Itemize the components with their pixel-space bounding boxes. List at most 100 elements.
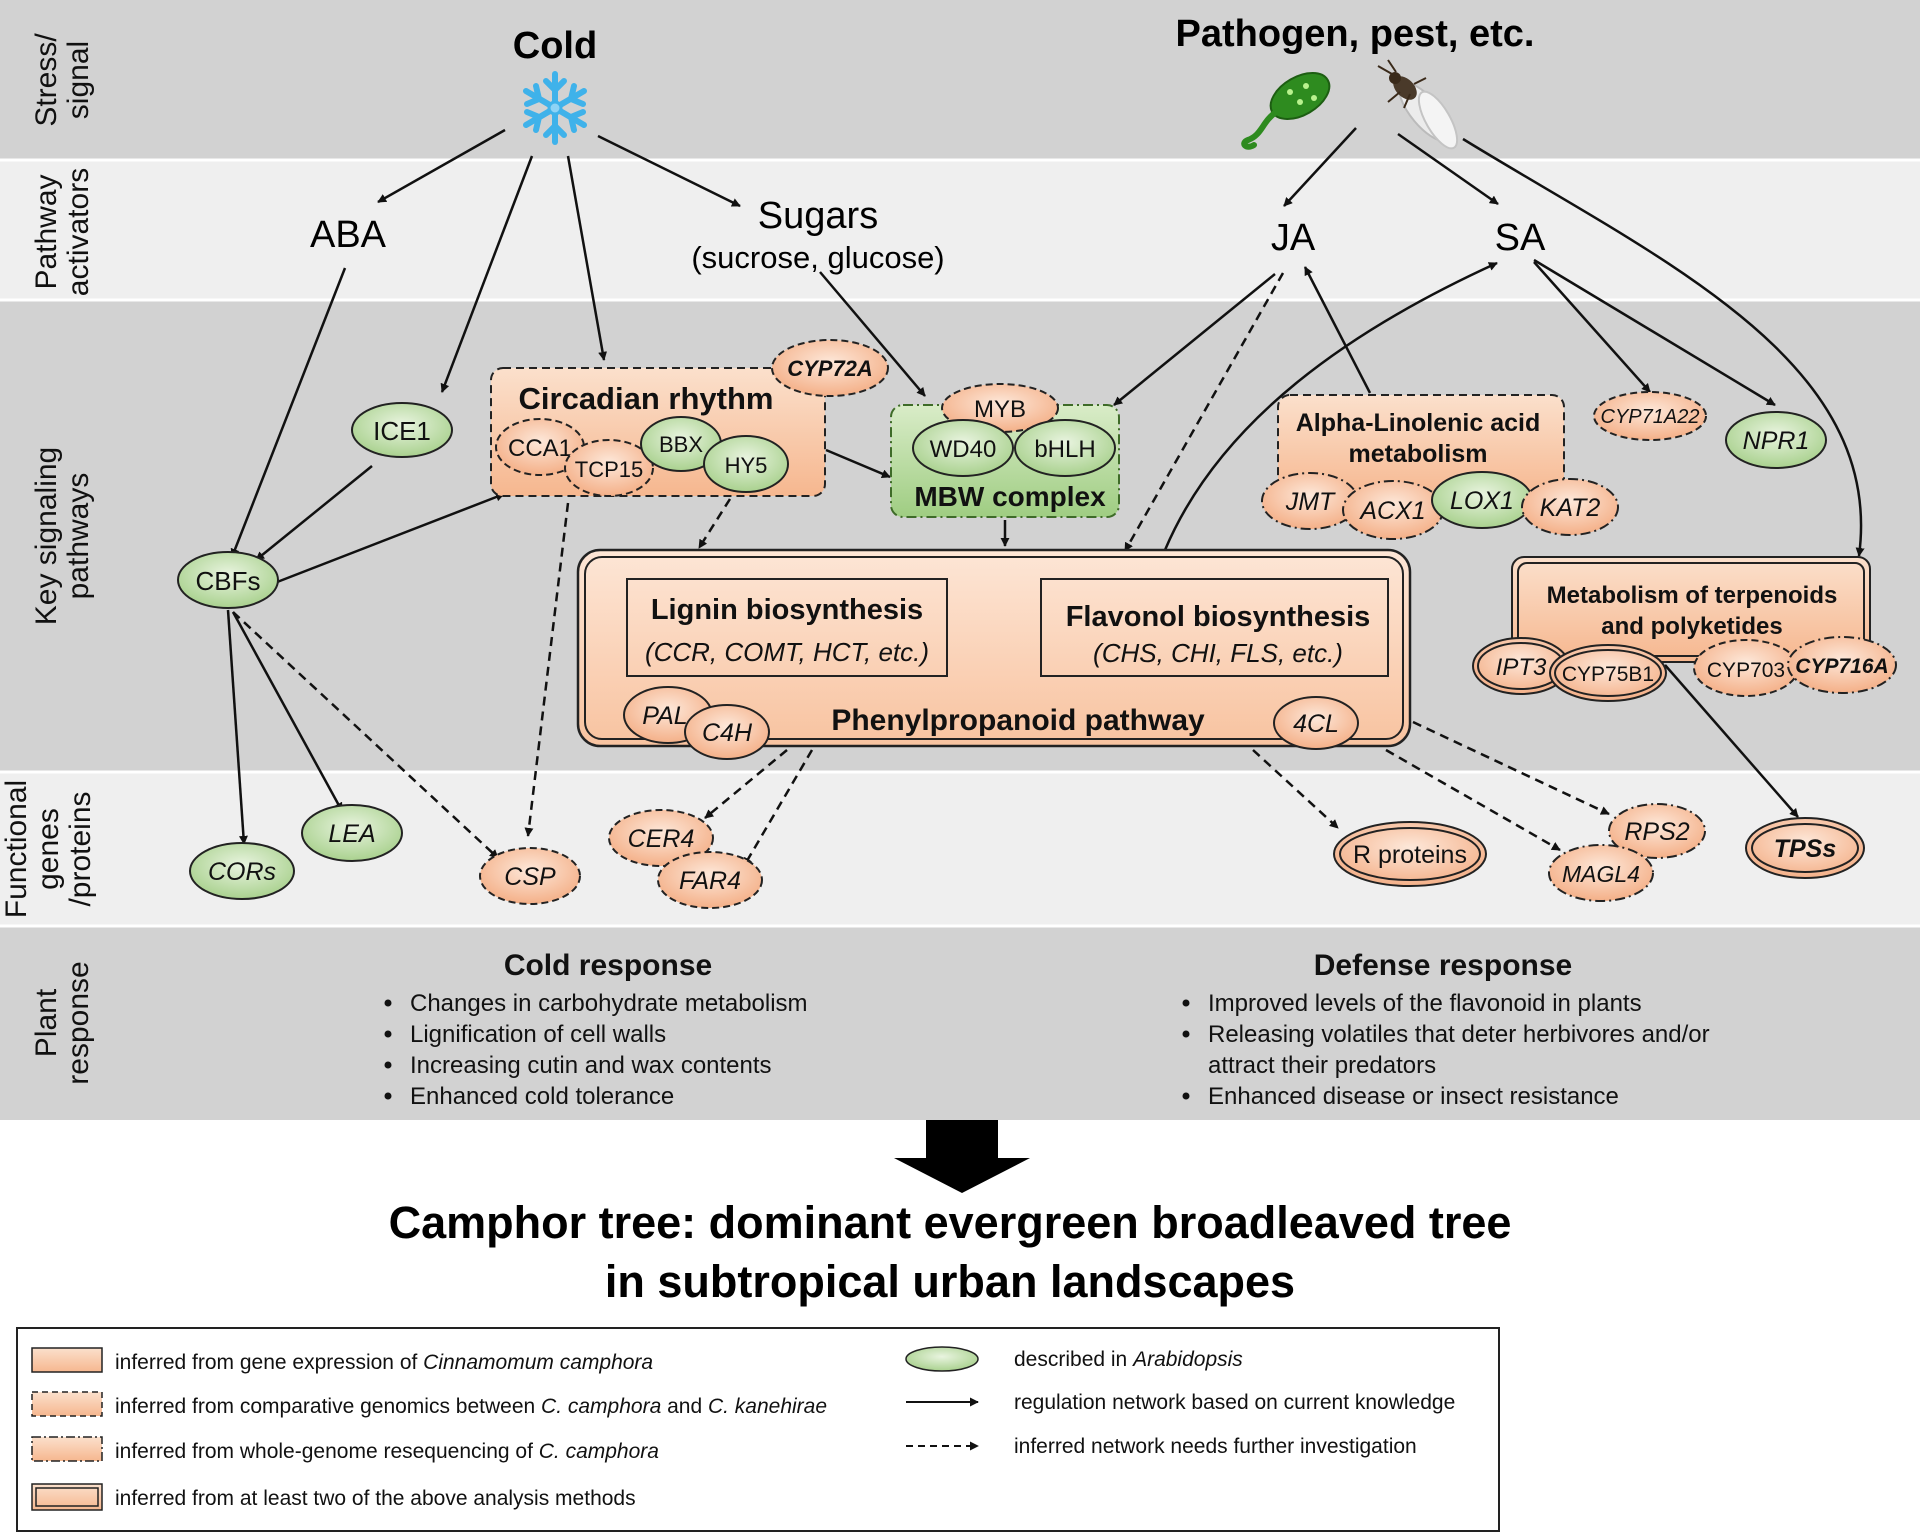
node-cyp75b1-label: CYP75B1: [1562, 663, 1654, 686]
legend-dashed-box-label: inferred from comparative genomics betwe…: [115, 1395, 541, 1418]
legend-dashed-arrow: inferred network needs further investiga…: [906, 1435, 1417, 1458]
signal-pathogen: Pathogen, pest, etc.: [1176, 13, 1535, 55]
node-kat2-label: KAT2: [1540, 494, 1601, 522]
box-terpenoids: [1511, 556, 1871, 663]
node-cyp72a-label: CYP72A: [787, 356, 873, 381]
svg-text:inferred from gene expression: inferred from gene expression of Cinnamo…: [115, 1351, 653, 1374]
node-jmt-label: JMT: [1285, 488, 1336, 516]
node-cyp71a22-label: CYP71A22: [1601, 406, 1700, 428]
defense-response-list: Improved levels of the flavonoid in plan…: [1182, 990, 1710, 1110]
row-label-line: response: [62, 961, 95, 1084]
conclusion-line-1: Camphor tree: dominant evergreen broadle…: [389, 1197, 1512, 1248]
node-hy5-label: HY5: [725, 453, 768, 478]
box-phenylpropanoid: [576, 548, 1412, 748]
node-r-proteins-label: R proteins: [1353, 841, 1467, 869]
node-cyp72a: [771, 339, 889, 397]
legend-dashed-box-and: and: [661, 1395, 708, 1418]
cold-response-item: Enhanced cold tolerance: [410, 1083, 674, 1110]
node-far4: [657, 851, 763, 909]
band-response: [0, 926, 1920, 1120]
box-flavonol-title: Flavonol biosynthesis: [1066, 601, 1371, 633]
legend-dashed-arrow-label: inferred network needs further investiga…: [1014, 1435, 1417, 1458]
cold-response-item: Lignification of cell walls: [410, 1021, 666, 1048]
conclusion-line-2: in subtropical urban landscapes: [605, 1256, 1295, 1307]
node-wd40: [912, 419, 1014, 477]
down-arrow-icon: [894, 1120, 1030, 1193]
node-ice1: [351, 402, 453, 458]
node-magl4: [1548, 844, 1654, 902]
node-far4-label: FAR4: [679, 867, 741, 895]
cold-response-bullet: [384, 1061, 392, 1069]
node-cbfs: [177, 551, 279, 609]
node-bhlh-label: bHLH: [1034, 436, 1095, 463]
legend-dashed-box-sp1: C. camphora: [541, 1395, 661, 1418]
activator-sugars: Sugars: [758, 195, 878, 237]
node-c4h-label: C4H: [702, 719, 753, 747]
legend-ellipse-species: Arabidopsis: [1131, 1348, 1243, 1371]
box-phenyl-title: Phenylpropanoid pathway: [831, 704, 1205, 737]
insect-pest-icon: [1377, 59, 1459, 150]
node-tpss: TPSs: [1745, 817, 1865, 879]
node-hy5: [703, 435, 789, 493]
node-cyp716a: [1787, 636, 1897, 694]
legend-solid-box-label: inferred from gene expression of: [115, 1351, 423, 1374]
legend-dashdot-box-species: C. camphora: [539, 1440, 659, 1463]
box-flavonol: [1040, 578, 1389, 677]
row-label-line: Key signaling: [30, 447, 63, 625]
arrows-solid: [226, 127, 1865, 845]
node-cyp716a-label: CYP716A: [1795, 655, 1888, 678]
legend-dashdot-box-label: inferred from whole-genome resequencing …: [115, 1440, 539, 1463]
cold-response-item: Increasing cutin and wax contents: [410, 1052, 772, 1079]
node-lea-label: LEA: [328, 820, 375, 848]
node-4cl-label: 4CL: [1293, 710, 1339, 738]
node-tpss-label: TPSs: [1774, 835, 1837, 863]
row-label-response: Plantresponse: [30, 961, 95, 1084]
node-csp: [479, 847, 581, 905]
defense-response-bullet: [1182, 1092, 1190, 1100]
node-magl4-label: MAGL4: [1562, 861, 1640, 887]
defense-response-item: attract their predators: [1208, 1052, 1436, 1079]
node-tcp15: [564, 439, 654, 497]
node-pal-label: PAL: [642, 702, 687, 730]
legend-dashed-box-sp2: C. kanehirae: [708, 1395, 827, 1418]
box-lignin: [626, 578, 948, 677]
node-ipt3: IPT3: [1472, 637, 1570, 695]
legend-solid-arrow: regulation network based on current know…: [906, 1391, 1455, 1414]
node-cyp703-label: CYP703: [1707, 659, 1785, 682]
legend-solid-box-species: Cinnamomum camphora: [423, 1351, 653, 1374]
box-terp-title-1: Metabolism of terpenoids: [1547, 582, 1838, 609]
row-label-line: Pathway: [30, 174, 63, 289]
cold-response-title: Cold response: [504, 949, 712, 982]
node-cors: [189, 842, 295, 900]
node-ipt3-label: IPT3: [1496, 654, 1547, 681]
row-label-line: Stress/: [30, 33, 63, 127]
legend-solid-box: inferred from gene expression of Cinnamo…: [31, 1347, 653, 1374]
cold-response-item: Changes in carbohydrate metabolism: [410, 990, 808, 1017]
node-cyp71a22: [1593, 391, 1707, 441]
row-label-line: Plant: [30, 988, 63, 1057]
cold-response-list: Changes in carbohydrate metabolismLignif…: [384, 990, 808, 1110]
node-cors-label: CORs: [208, 858, 276, 886]
svg-text:inferred from comparative geno: inferred from comparative genomics betwe…: [115, 1395, 827, 1418]
activator-aba: ABA: [310, 214, 387, 256]
legend-ellipse: described in Arabidopsis: [905, 1346, 1243, 1372]
legend-dashed-box: inferred from comparative genomics betwe…: [31, 1391, 827, 1418]
signal-cold: Cold: [513, 25, 597, 67]
band-stress: [0, 0, 1920, 160]
band-activators: [0, 160, 1920, 300]
arrows-dashed: [232, 272, 1610, 867]
cold-response-bullet: [384, 999, 392, 1007]
box-flavonol-genes: (CHS, CHI, FLS, etc.): [1093, 638, 1343, 668]
row-label-stress: Stress/signal: [30, 33, 95, 127]
cold-response-bullet: [384, 1092, 392, 1100]
node-c4h: [684, 704, 770, 760]
svg-text:described in Arabidopsis: described in Arabidopsis: [1014, 1348, 1243, 1371]
row-label-line: activators: [62, 168, 95, 296]
node-r-proteins: R proteins: [1333, 821, 1487, 887]
legend-box: [16, 1327, 1500, 1532]
activator-sugars-sub: (sucrose, glucose): [691, 240, 944, 275]
row-label-line: genes: [32, 808, 65, 890]
defense-response-bullet: [1182, 1030, 1190, 1038]
